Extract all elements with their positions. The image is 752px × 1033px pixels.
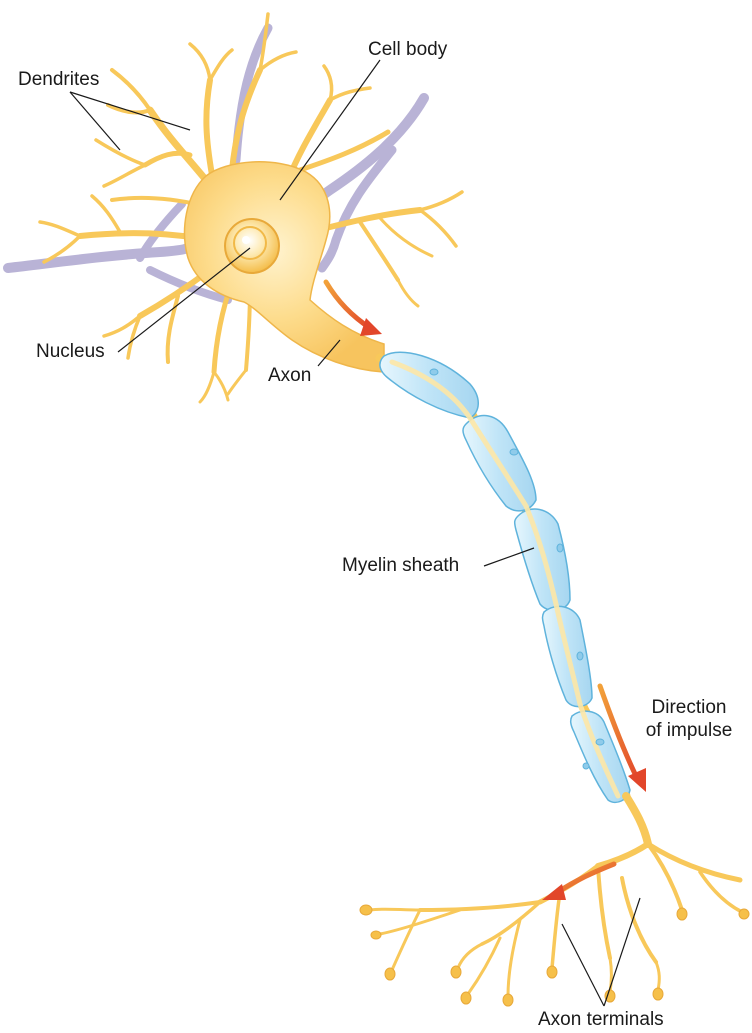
label-dendrites: Dendrites	[18, 68, 99, 91]
label-direction-line1: Direction	[634, 696, 744, 719]
nucleus	[225, 219, 279, 273]
label-myelin-sheath: Myelin sheath	[342, 554, 459, 577]
label-cell-body: Cell body	[368, 38, 447, 61]
label-direction-line2: of impulse	[634, 719, 744, 742]
label-axon-terminals: Axon terminals	[538, 1008, 664, 1031]
label-axon: Axon	[268, 364, 311, 387]
label-nucleus: Nucleus	[36, 340, 105, 363]
impulse-arrows	[326, 282, 646, 900]
label-direction-of-impulse: Direction of impulse	[634, 696, 744, 742]
